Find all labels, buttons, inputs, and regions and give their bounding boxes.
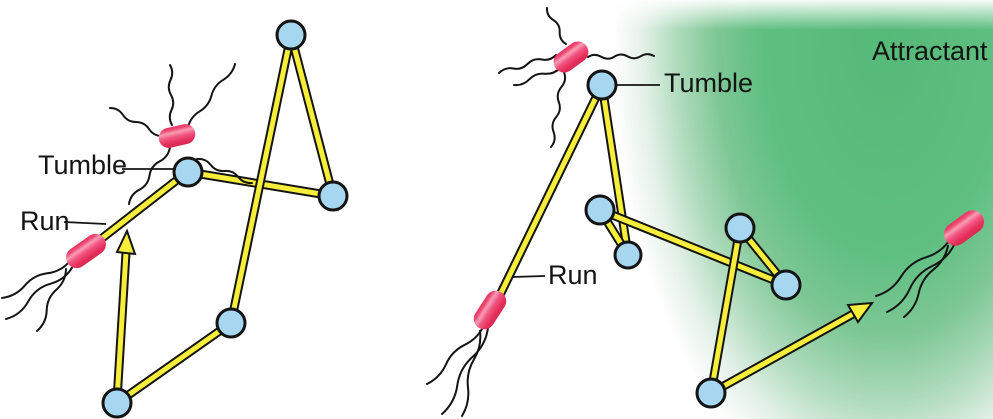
left-tumble-label: Tumble — [38, 150, 128, 180]
tumble-node — [724, 212, 756, 244]
tumble-node — [215, 307, 247, 339]
bacterium-running-icon — [1, 233, 106, 332]
tumble-node — [584, 194, 616, 226]
bacterium-body — [66, 233, 106, 269]
tumble-node — [275, 19, 307, 51]
net-movement-arrow-shaft — [720, 311, 855, 390]
tumble-node — [101, 387, 133, 419]
run-segment — [228, 34, 294, 324]
bacterium-body — [553, 41, 589, 73]
flagellum — [426, 324, 485, 385]
bacterium-running-icon — [875, 210, 984, 318]
bacterium-running-icon — [426, 290, 507, 417]
tumble-node — [317, 180, 349, 212]
flagellum — [513, 67, 561, 87]
tumble-node — [770, 269, 802, 301]
flagellum — [128, 146, 171, 205]
flagellum — [587, 53, 655, 60]
flagellum — [550, 71, 567, 148]
run-segment — [708, 227, 743, 394]
tumble-node — [613, 240, 643, 270]
flagellum — [461, 330, 482, 417]
net-movement-arrow-head — [846, 301, 875, 324]
right-run-label: Run — [548, 260, 598, 290]
run-segment — [599, 207, 787, 288]
flagellum — [196, 157, 253, 185]
right-panel-biased-walk — [426, 7, 984, 417]
flagellum — [545, 7, 567, 45]
net-movement-arrow-shaft — [114, 252, 129, 401]
flagellum — [36, 268, 67, 332]
run-segment — [497, 83, 605, 297]
flagellum — [167, 64, 175, 126]
flagellum — [109, 107, 163, 137]
left-run-label: Run — [20, 206, 70, 236]
bacterium-body — [944, 210, 984, 246]
tumble-node — [586, 69, 618, 101]
run-segment — [99, 171, 188, 241]
flagellum — [1, 260, 71, 299]
run-segment — [599, 84, 631, 256]
bacterium-body — [473, 290, 507, 330]
flagellum — [903, 245, 949, 318]
flagellum — [441, 327, 489, 415]
right-tumble-label: Tumble — [664, 68, 754, 98]
bacterium-tumbling-icon — [109, 63, 253, 205]
tumble-node — [695, 377, 727, 409]
flagellum — [498, 54, 557, 74]
bacterium-body — [158, 124, 196, 148]
left-panel-random-walk — [1, 19, 349, 419]
attractant-label: Attractant — [872, 36, 988, 66]
tumble-node — [172, 156, 204, 188]
run-label-leader — [511, 275, 546, 278]
flagellum — [875, 237, 952, 297]
net-movement-arrow-head — [115, 228, 137, 256]
run-label-leader — [63, 221, 107, 225]
bacterium-tumbling-icon — [498, 7, 655, 148]
flagellum — [886, 242, 956, 313]
flagellum — [187, 63, 236, 128]
run-segment — [288, 34, 336, 197]
run-segment — [115, 320, 233, 406]
